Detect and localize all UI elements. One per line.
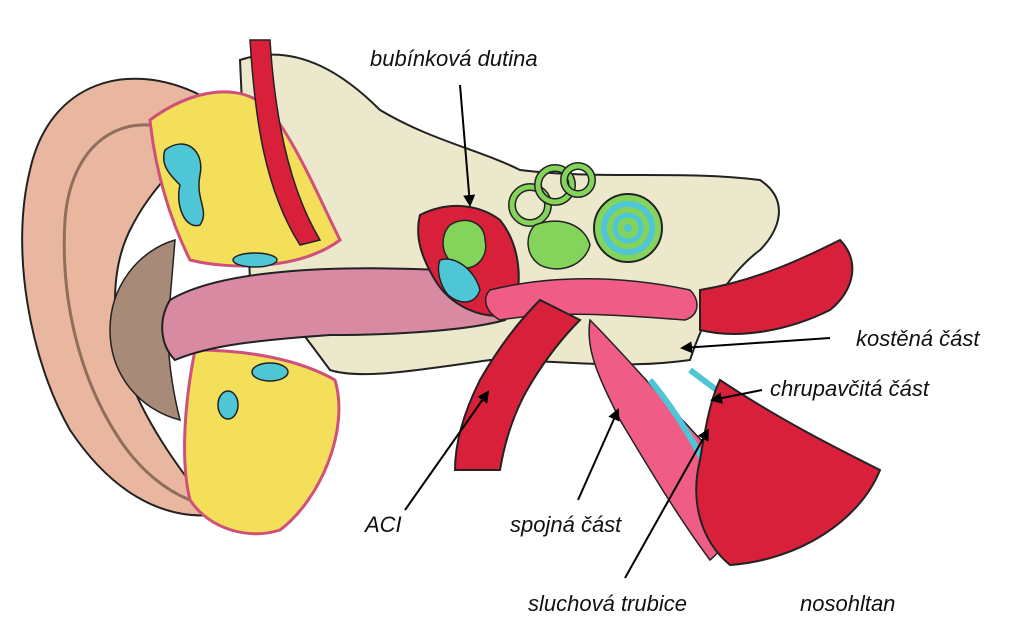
internal-carotid-artery	[453, 298, 582, 471]
vestibule	[527, 220, 591, 270]
leader-junction	[577, 408, 620, 501]
label-aci: ACI	[365, 512, 402, 537]
fluid-pocket-1	[163, 143, 205, 227]
label-bony-part: kostěná část	[856, 326, 980, 351]
ossicles	[442, 219, 487, 269]
label-junction: spojná část	[510, 512, 622, 537]
leader-tympanic-cavity	[459, 84, 476, 207]
label-nasopharynx: nosohltan	[800, 591, 896, 616]
pinna-inner-fold	[62, 123, 191, 502]
label-eustachian-tube: sluchová trubice	[528, 591, 687, 616]
leader-eustachian-tube	[624, 428, 709, 579]
fluid-pocket-4	[217, 390, 239, 420]
fluid-pocket-3	[251, 362, 289, 382]
eardrum-membrane	[437, 258, 481, 303]
leader-aci	[404, 390, 490, 511]
leader-bony-part	[680, 337, 831, 354]
fluid-pocket-2	[232, 252, 278, 268]
vessel-upper	[249, 39, 322, 246]
nasopharynx-muscle	[699, 238, 854, 335]
nasopharynx-wall	[695, 378, 882, 567]
label-cartilaginous-part: chrupavčitá část	[770, 376, 929, 401]
ear-canal	[161, 267, 507, 362]
leader-cartilaginous-part	[710, 389, 763, 404]
label-tympanic-cavity: bubínková dutina	[370, 46, 538, 71]
